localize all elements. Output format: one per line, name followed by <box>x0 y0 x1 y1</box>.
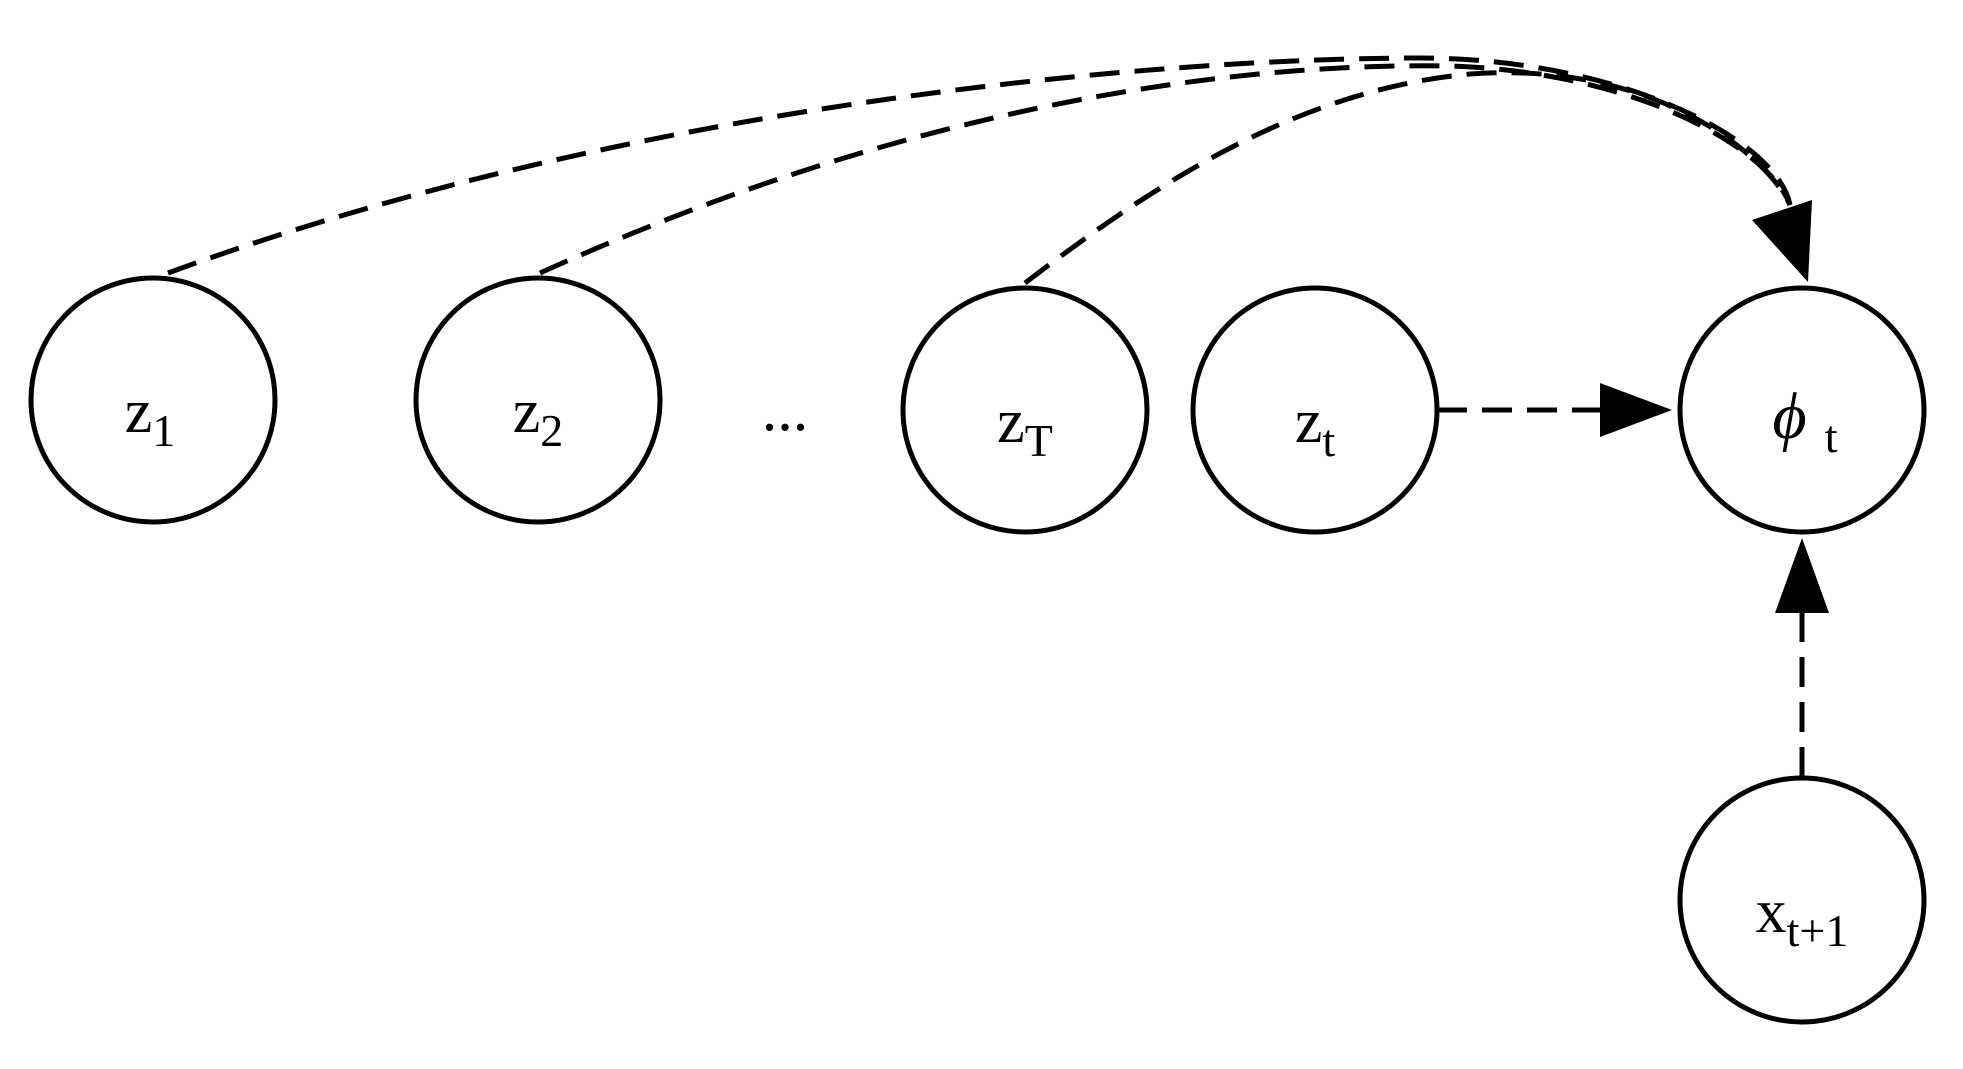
node-z1-label: z1 <box>125 378 176 456</box>
node-zT-label: zT <box>997 388 1053 466</box>
node-zt-label: zt <box>1295 388 1336 466</box>
node-x-t-plus-1-label: xt+1 <box>1756 878 1849 956</box>
edge-z1-to-phi <box>167 55 1793 276</box>
node-z1: z1 <box>28 275 278 525</box>
node-zT: zT <box>900 285 1150 535</box>
node-z2: z2 <box>413 275 663 525</box>
arrowhead-into-phi-top <box>1752 200 1812 282</box>
node-x-t-plus-1: xt+1 <box>1677 775 1927 1025</box>
node-z2-label: z2 <box>513 378 564 456</box>
ellipsis: ... <box>762 376 809 444</box>
edge-zT-to-phi <box>1023 70 1793 285</box>
arrowhead-x-to-phi <box>1775 538 1829 613</box>
node-zt: zt <box>1190 285 1440 535</box>
edge-z2-to-phi <box>538 63 1793 276</box>
arrowhead-zt-to-phi <box>1600 383 1672 437</box>
